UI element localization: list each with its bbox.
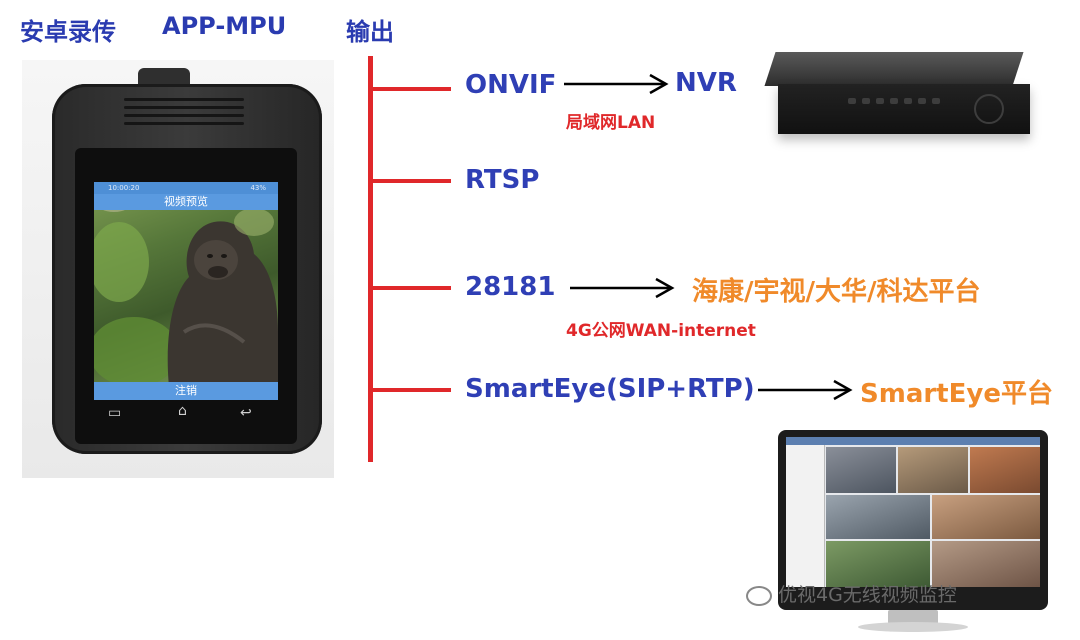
gorilla-image [94,192,278,400]
speaker-grille [124,122,244,125]
screen-battery: 43% [250,184,266,192]
target-smarteye-platform: SmartEye平台 [860,379,1053,409]
arrow-smarteye-icon [758,379,853,401]
nvr-jog-dial [974,94,1004,124]
screen-title-bar: 视频预览 [94,194,278,210]
protocol-rtsp: RTSP [465,165,540,195]
title-output: 输出 [346,18,394,46]
nvr-button [862,98,870,104]
monitor-base [858,622,968,632]
arrow-28181-icon [570,277,675,299]
title-app-mpu: APP-MPU [162,12,287,40]
screen-logout-label: 注销 [175,384,197,397]
nvr-button [890,98,898,104]
branch-line-rtsp [373,179,451,183]
watermark-text: 优视4G无线视频监控 [778,584,957,606]
output-bus-bar [368,56,373,462]
monitor-screen [786,437,1040,587]
speaker-grille [124,114,244,117]
home-key-icon[interactable]: ⌂ [178,403,187,419]
branch-line-28181 [373,286,451,290]
protocol-onvif: ONVIF [465,70,557,100]
arrow-onvif-icon [564,73,669,95]
nvr-device-top [764,52,1024,86]
speaker-grille [124,106,244,109]
branch-line-smarteye [373,388,451,392]
device-nav-keys: ▭ ⌂ ↩ [100,403,270,425]
nvr-button [848,98,856,104]
screen-status-time: 10:00:20 [108,184,140,192]
target-nvr: NVR [675,68,737,98]
device-screen: 10:00:20 43% 视频预览 注销 [94,182,278,400]
nvr-button [932,98,940,104]
protocol-smarteye: SmartEye(SIP+RTP) [465,374,755,404]
screen-status-bar: 10:00:20 43% [94,182,278,194]
wechat-icon [746,585,772,606]
screen-logout-button[interactable]: 注销 [94,382,278,400]
back-key-icon[interactable]: ↩ [240,405,252,421]
branch-line-onvif [373,87,451,91]
nvr-button [876,98,884,104]
protocol-28181: 28181 [465,272,556,302]
nvr-button [904,98,912,104]
nvr-button [918,98,926,104]
monitor-stand [888,610,938,624]
network-lan: 局域网LAN [566,113,656,133]
nvr-device-icon [778,84,1030,134]
menu-key-icon[interactable]: ▭ [108,405,122,421]
watermark: 优视4G无线视频监控 [746,580,957,607]
title-android-recorder: 安卓录传 [20,18,116,46]
screen-title: 视频预览 [164,195,208,208]
speaker-grille [124,98,244,101]
target-vendor-platforms: 海康/宇视/大华/科达平台 [692,277,981,307]
network-wan-internet: 4G公网WAN-internet [566,321,756,341]
